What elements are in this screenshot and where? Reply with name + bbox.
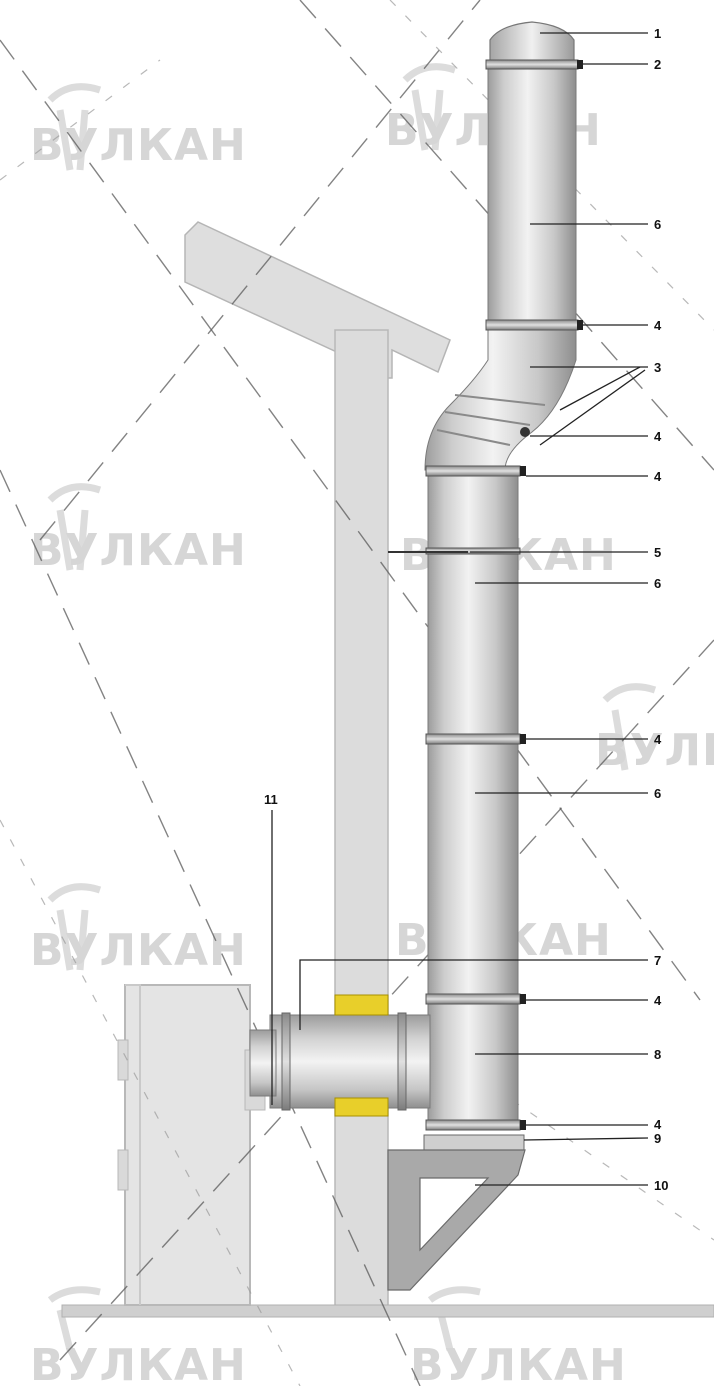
callout-11: 11 <box>264 792 278 807</box>
watermark-logo-3: ВУЛКАН <box>30 483 247 576</box>
pipe-tee <box>427 1003 519 1129</box>
clamp-rings <box>425 59 583 1131</box>
watermark-logo-5: ВУЛКАН <box>595 683 714 776</box>
watermark-logo-6: ВУЛКАН <box>30 883 247 976</box>
callout-10: 10 <box>654 1178 668 1193</box>
pipe-upper <box>487 61 577 325</box>
callout-9: 9 <box>654 1131 661 1146</box>
watermark-text: ВУЛКАН <box>595 725 714 776</box>
callout-4-c: 4 <box>654 469 662 484</box>
callout-4-f: 4 <box>654 1117 662 1132</box>
insulation-top <box>334 994 389 1016</box>
callout-6-low: 6 <box>654 786 661 801</box>
callout-4-b: 4 <box>654 429 662 444</box>
stove <box>117 984 266 1306</box>
watermark-text: ВУЛКАН <box>30 525 247 576</box>
support-bracket <box>387 1149 526 1291</box>
callout-labels: 1 2 6 4 3 4 4 5 6 4 6 7 4 8 4 9 10 11 <box>264 26 668 1193</box>
callout-4-d: 4 <box>654 732 662 747</box>
watermark-logo-8: ВУЛКАН <box>30 1286 247 1386</box>
building-structure <box>61 221 714 1318</box>
pipe-cap <box>489 21 575 63</box>
callout-1: 1 <box>654 26 661 41</box>
chimney-pipe <box>249 21 583 1291</box>
insulation-bottom <box>334 1097 389 1117</box>
watermark-logo-1: ВУЛКАН <box>30 83 247 171</box>
wall <box>334 329 389 1311</box>
callout-6-top: 6 <box>654 217 661 232</box>
watermark-logo-9: ВУЛКАН <box>410 1286 627 1386</box>
callout-6-mid: 6 <box>654 576 661 591</box>
watermark-text: ВУЛКАН <box>30 120 247 171</box>
callout-4-a: 4 <box>654 318 662 333</box>
callout-leaders <box>271 32 649 1186</box>
callout-5: 5 <box>654 545 661 560</box>
watermark-text: ВУЛКАН <box>30 925 247 976</box>
callout-7: 7 <box>654 953 661 968</box>
callout-8: 8 <box>654 1047 661 1062</box>
callout-4-e: 4 <box>654 993 662 1008</box>
callout-3: 3 <box>654 360 661 375</box>
watermark-text: ВУЛКАН <box>30 1340 247 1386</box>
watermark-text: ВУЛКАН <box>410 1340 627 1386</box>
roof <box>184 221 451 379</box>
callout-2: 2 <box>654 57 661 72</box>
